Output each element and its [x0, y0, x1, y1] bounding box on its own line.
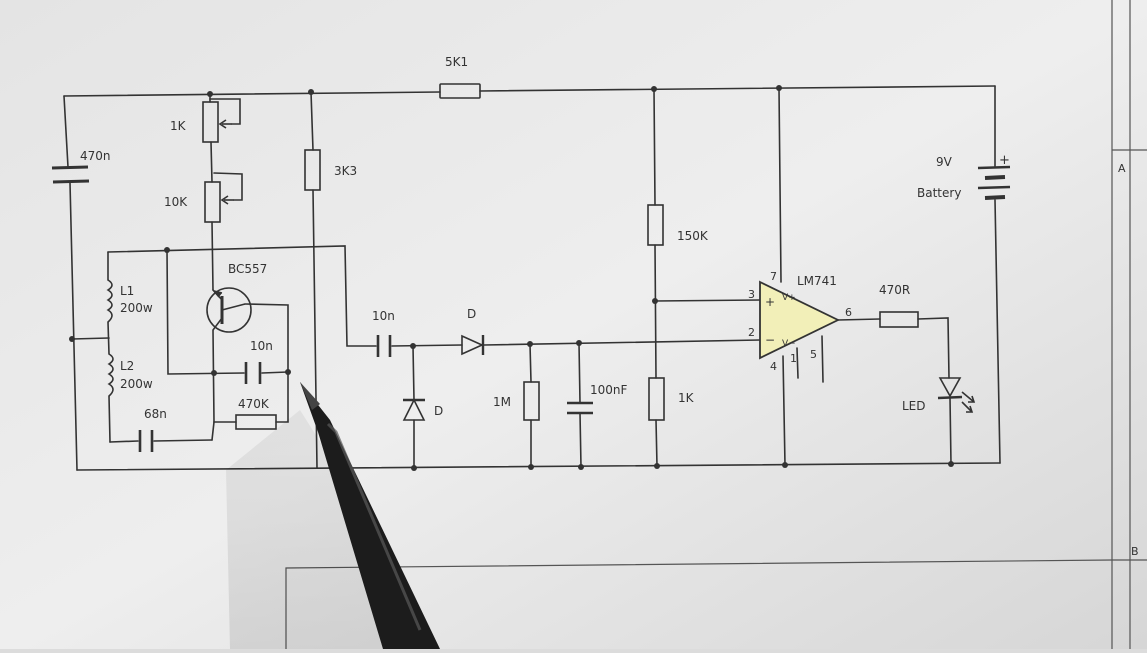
- opamp-vminus: V−: [782, 339, 796, 349]
- label-battery-plus: +: [999, 153, 1010, 168]
- frame-zone-b: B: [1131, 545, 1139, 558]
- label-r-3k3: 3K3: [334, 164, 357, 178]
- label-l2-name: L2: [120, 359, 134, 373]
- frame-zone-a: A: [1118, 162, 1126, 175]
- opamp-lm741: + − V+ V−: [759, 280, 841, 360]
- label-l1-name: L1: [120, 284, 134, 298]
- resistor-150k: [647, 204, 664, 246]
- pin-4-label: 4: [770, 360, 777, 373]
- pen-pointer: [300, 382, 440, 649]
- label-r-1k-bottom: 1K: [678, 391, 695, 405]
- diode-series: [461, 334, 485, 356]
- label-r-5k1: 5K1: [445, 55, 468, 69]
- battery-symbol: [977, 165, 1011, 200]
- label-battery: Battery: [917, 186, 961, 200]
- opamp-pin-labels: 3 2 6 7 4 1 5: [748, 270, 852, 373]
- components: [51, 83, 1011, 452]
- potentiometer-1k: [202, 101, 232, 143]
- opamp-plus-sign: +: [765, 295, 775, 309]
- resistor-1m: [523, 381, 540, 421]
- label-r-470r: 470R: [879, 283, 910, 297]
- label-d-shunt: D: [434, 404, 443, 418]
- pin-3-label: 3: [748, 288, 755, 301]
- pin-1-label: 1: [790, 352, 797, 365]
- opamp-minus-sign: −: [765, 333, 775, 347]
- potentiometer-10k: [204, 181, 234, 223]
- inductor-l2: [107, 353, 114, 397]
- label-u-lm741: LM741: [797, 274, 837, 288]
- capacitor-100nf: [567, 401, 593, 415]
- led-symbol: [937, 377, 976, 413]
- label-c-68n: 68n: [144, 407, 167, 421]
- label-battery-voltage: 9V: [936, 155, 953, 169]
- label-r-150k: 150K: [677, 229, 709, 243]
- label-d-series: D: [467, 307, 476, 321]
- inductor-l1: [106, 279, 113, 323]
- resistor-470r: [879, 311, 919, 328]
- capacitor-10n-base: [244, 362, 262, 384]
- label-led: LED: [902, 399, 926, 413]
- capacitor-470n: [51, 165, 90, 184]
- label-q-bc557: BC557: [228, 262, 267, 276]
- label-c-10n-input: 10n: [372, 309, 395, 323]
- label-r-470k: 470K: [238, 397, 270, 411]
- pin-6-label: 6: [845, 306, 852, 319]
- capacitor-68n: [138, 430, 154, 452]
- label-r-1m: 1M: [493, 395, 511, 409]
- wires: [63, 85, 1001, 471]
- label-c-100nf: 100nF: [590, 383, 628, 397]
- pin-7-label: 7: [770, 270, 777, 283]
- resistor-3k3: [304, 149, 321, 191]
- label-c-10n-base: 10n: [250, 339, 273, 353]
- junction-dots: [69, 85, 954, 471]
- label-pot-1k: 1K: [170, 119, 187, 133]
- label-l2-value: 200w: [120, 377, 153, 391]
- resistor-5k1: [439, 83, 481, 99]
- label-l1-value: 200w: [120, 301, 153, 315]
- diode-shunt: [402, 398, 426, 421]
- component-labels: 5K1 470n 1K 10K 3K3 BC557 L1 200w L2 200…: [80, 55, 1010, 421]
- resistor-470k: [235, 414, 277, 430]
- opamp-vplus: V+: [782, 293, 796, 303]
- transistor-bc557: [206, 287, 252, 333]
- label-c-470n: 470n: [80, 149, 111, 163]
- pin-2-label: 2: [748, 326, 755, 339]
- pin-5-label: 5: [810, 348, 817, 361]
- capacitor-10n-input: [376, 335, 392, 357]
- resistor-1k-bottom: [648, 377, 665, 421]
- label-pot-10k: 10K: [164, 195, 188, 209]
